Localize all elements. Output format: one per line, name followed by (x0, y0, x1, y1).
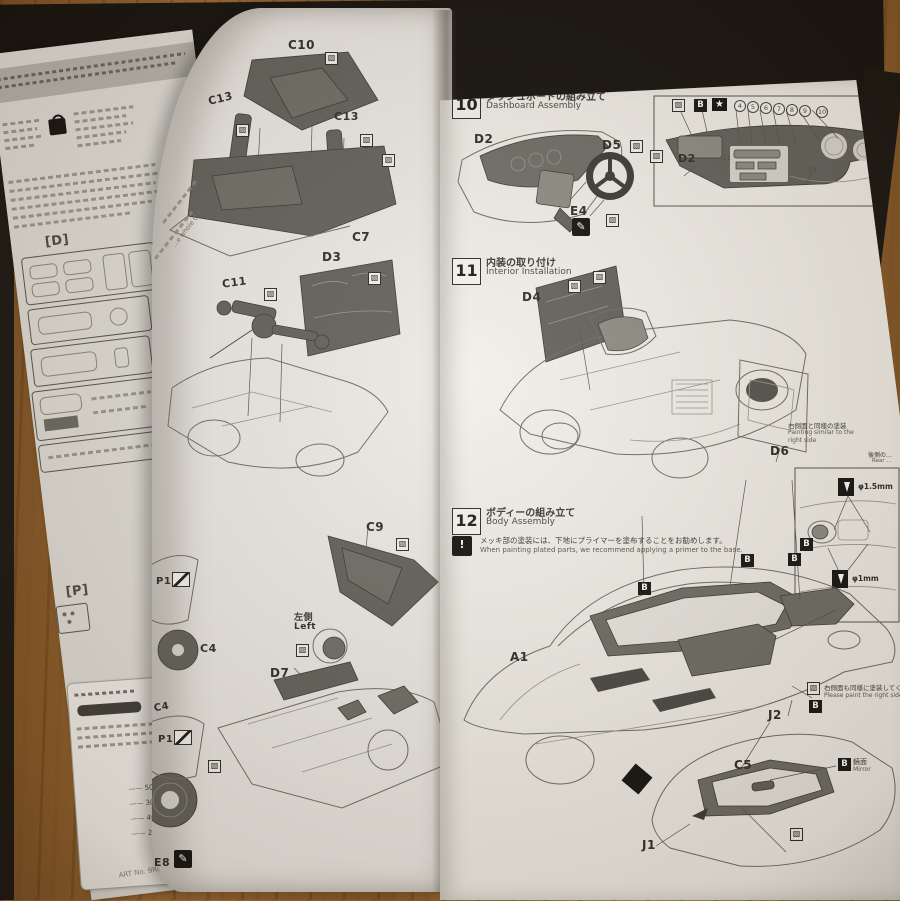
paint-callout: ▧ (650, 150, 663, 163)
part-label-j2: J2 (768, 708, 782, 722)
part-label-c7: C7 (352, 230, 371, 244)
section-p-label: [P] (64, 582, 90, 601)
slash-callout (172, 572, 190, 587)
step-number-12: 12 (452, 508, 481, 535)
d6-note-jp: 右側面と同様の塗装 (788, 422, 847, 430)
color-callout-b: B (788, 553, 801, 566)
paint-callout: ▧ (296, 644, 309, 657)
decal-number: 9 (799, 105, 811, 117)
part-label-c5: C5 (734, 758, 753, 772)
d6-note-en1: Painting similar to the (788, 429, 854, 436)
right-side-note-jp: 右側面も同様に塗装してください (824, 684, 900, 692)
part-label-d4: D4 (522, 290, 542, 304)
color-callout-b: B (838, 758, 851, 771)
paint-callout: ▧ (630, 140, 643, 153)
step10-title-en: Dashboard Assembly (486, 101, 582, 111)
paint-callout: ▧ (236, 124, 249, 137)
paint-callout: ▧ (790, 828, 803, 841)
caution-icon: ! (452, 536, 472, 556)
sprue-box-p (55, 602, 91, 635)
color-callout-b: B (809, 700, 822, 713)
inset-number-11: 11 (722, 154, 731, 162)
dark-book-edge-left (0, 60, 14, 900)
color-callout-b: B (800, 538, 813, 551)
paint-callout: ▧ (568, 280, 581, 293)
side-note-left-en: Left (294, 622, 317, 632)
star-marker: ★ (712, 98, 727, 111)
paint-callout: ▧ (264, 288, 277, 301)
part-label-d6: D6 (770, 444, 790, 458)
slash-callout (174, 730, 192, 745)
middle-page-diagrams (152, 51, 452, 828)
part-label-a1: A1 (510, 650, 529, 664)
mirror-note-en: Mirror (853, 766, 871, 773)
decal-number: 7 (773, 103, 785, 115)
decal-number: 4 (734, 100, 746, 112)
part-label-c10: C10 (288, 38, 316, 52)
paint-callout: ▧ (593, 271, 606, 284)
right-page: 10 ダッシュボードの組み立て Dashboard Assembly D2 D5… (440, 80, 900, 900)
part-label-c9: C9 (366, 520, 385, 534)
part-label-p1: P1 (158, 734, 174, 745)
paint-callout: ▧ (360, 134, 373, 147)
drill-size-label: φ1.5mm (858, 482, 893, 491)
right-page-diagrams (457, 95, 900, 867)
paint-callout: ▧ (382, 154, 395, 167)
drill-size-label: φ1mm (852, 574, 879, 583)
paint-callout: ▧ (807, 682, 820, 695)
part-label-d7: D7 (270, 666, 290, 680)
step12-caution-jp: メッキ部の塗装には、下地にプライマーを塗布することをお勧めします。 (480, 536, 727, 545)
rear-inset-note-en: Rear … (872, 458, 892, 464)
step-number-11: 11 (452, 258, 481, 285)
paint-callout: ▧ (606, 214, 619, 227)
decal-number: 6 (760, 102, 772, 114)
part-label-d5: D5 (602, 138, 622, 152)
right-side-note-en: Please paint the right side as w… (824, 692, 900, 699)
inset-number-14: 14 (808, 166, 817, 174)
middle-page: C10 ▧ C13 ▧ C13 ▧ ▧ C7 D3 ▧ C11 ▧ C9 ▧ 左… (152, 8, 452, 892)
part-label-e8: E8 (154, 856, 171, 869)
decal-number: 5 (747, 101, 759, 113)
decal-number: 10 (816, 106, 828, 118)
card-title-pill (77, 701, 142, 717)
step11-title-jp: 内装の取り付け (486, 258, 556, 269)
step12-title-jp: ボディーの組み立て (486, 508, 576, 519)
paint-callout: ▧ (396, 538, 409, 551)
paint-callout: ▧ (368, 272, 381, 285)
rear-inset-note-jp: 後側の… (868, 452, 893, 459)
color-callout-b: B (741, 554, 754, 567)
part-label-d2: D2 (474, 132, 494, 146)
part-label-c13: C13 (334, 110, 359, 123)
part-label-c4: C4 (200, 642, 217, 655)
paint-brush-icon: ✎ (174, 850, 192, 868)
d6-note-en2: right side (788, 437, 817, 444)
paint-callout: ▧ (672, 99, 685, 112)
step12-caution-en: When painting plated parts, we recommend… (480, 546, 743, 554)
bag-icon (48, 113, 67, 136)
paint-callout: ▧ (325, 52, 338, 65)
step12-title-en: Body Assembly (486, 517, 555, 527)
part-label-d3: D3 (322, 250, 342, 264)
part-label-e4: E4 (570, 204, 588, 218)
color-callout-b: B (638, 582, 651, 595)
step11-title-en: Interior Installation (486, 267, 572, 277)
step10-title-jp: ダッシュボードの組み立て (486, 92, 606, 103)
inset-part-label-d2: D2 (678, 152, 696, 165)
paint-brush-icon: ✎ (572, 218, 590, 236)
paint-callout: ▧ (208, 760, 221, 773)
color-callout-b: B (694, 99, 707, 112)
side-note-left-jp: 左側 (294, 613, 314, 623)
part-label-p1: P1 (156, 576, 172, 587)
part-label-j1: J1 (642, 838, 656, 852)
mirror-note-jp: 鏡面 (853, 758, 867, 766)
decal-number: 8 (786, 104, 798, 116)
section-d-label: [D] (44, 232, 70, 250)
step-number-10: 10 (452, 92, 481, 119)
